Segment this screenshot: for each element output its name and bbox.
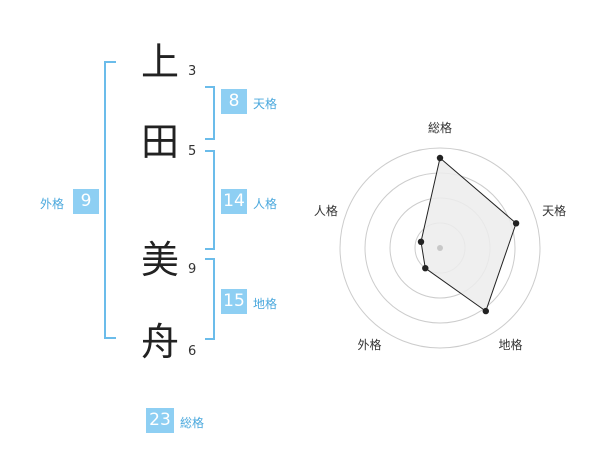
radar-point-2	[512, 220, 520, 227]
name-char-3: 美	[140, 238, 179, 282]
radar-center-dot	[437, 245, 443, 251]
chikaku-label: 地格	[253, 297, 278, 311]
name-char-2: 田	[140, 120, 179, 164]
stroke-count-1: 3	[188, 64, 197, 79]
gaikaku-score: 9	[73, 189, 99, 214]
radar-point-3	[482, 307, 489, 315]
stroke-count-3: 9	[188, 262, 197, 277]
chikaku-score: 15	[221, 289, 247, 314]
outer-bracket	[104, 61, 116, 339]
jinkaku-score: 14	[221, 189, 247, 214]
radar-point-1	[436, 154, 444, 162]
radar-axis-label-5: 人格	[314, 203, 338, 218]
tenkaku-score: 8	[221, 89, 247, 114]
name-char-1: 上	[140, 40, 179, 84]
tenkaku-bracket	[205, 86, 215, 140]
soukaku-score: 23	[146, 408, 174, 433]
radar-axis-label-2: 天格	[542, 203, 566, 218]
name-char-4: 舟	[140, 320, 179, 364]
gaikaku-label: 外格	[40, 197, 65, 211]
radar-point-5	[417, 238, 425, 245]
stroke-count-4: 6	[188, 344, 197, 359]
chikaku-bracket	[205, 258, 215, 340]
jinkaku-bracket	[205, 150, 215, 250]
jinkaku-label: 人格	[253, 197, 278, 211]
tenkaku-label: 天格	[253, 97, 278, 111]
radar-point-4	[422, 265, 429, 272]
radar-axis-label-3: 地格	[498, 337, 522, 352]
radar-polygon	[420, 157, 517, 312]
soukaku-label: 総格	[180, 416, 205, 430]
radar-axis-label-4: 外格	[357, 337, 381, 352]
radar-axis-label-1: 総格	[428, 120, 452, 135]
stroke-count-2: 5	[188, 144, 197, 159]
radar-ring	[339, 147, 541, 349]
